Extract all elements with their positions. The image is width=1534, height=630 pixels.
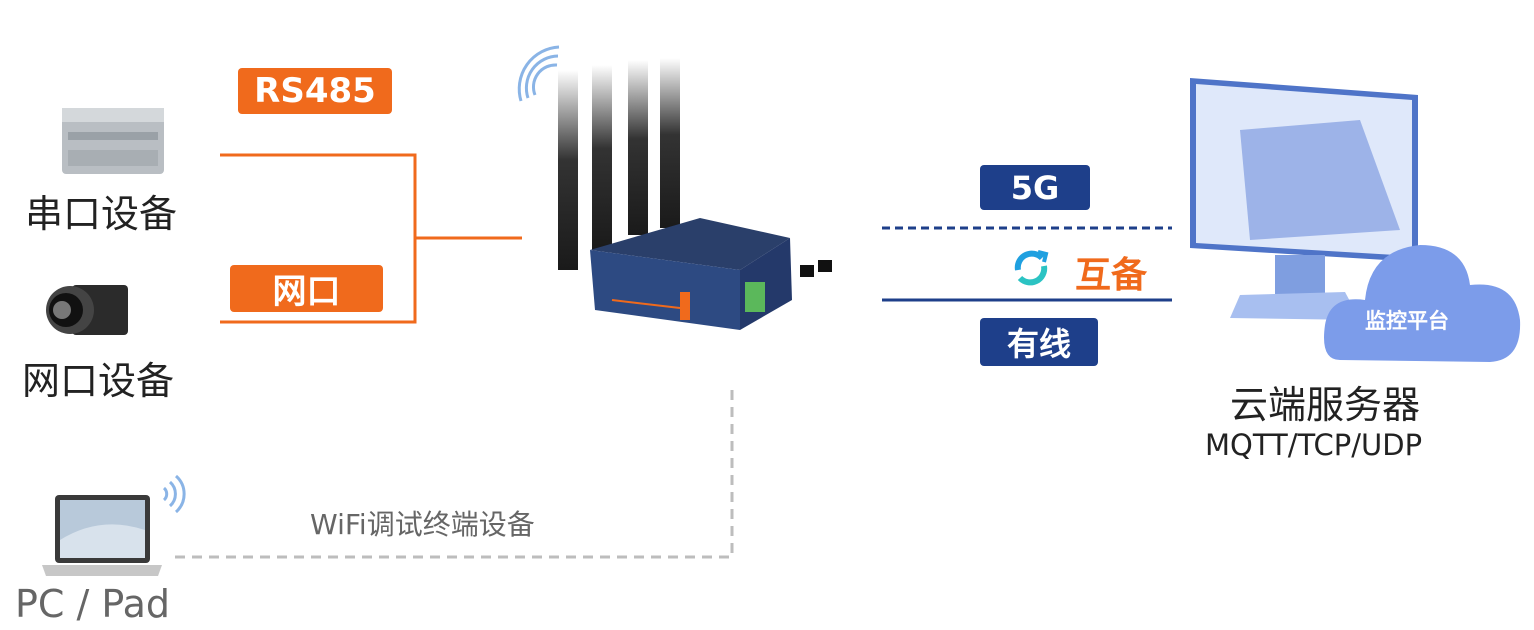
5g-badge: 5G xyxy=(980,165,1090,210)
router-icon xyxy=(517,45,832,330)
protocols-label: MQTT/TCP/UDP xyxy=(1205,428,1423,462)
cloud-icon xyxy=(1324,245,1521,362)
cloud-label: 监控平台 xyxy=(1365,309,1449,333)
laptop-icon xyxy=(42,495,162,576)
wifi-debug-label: WiFi调试终端设备 xyxy=(310,508,535,541)
monitor-icon xyxy=(1190,78,1418,320)
router-wifi-icon xyxy=(517,45,560,102)
wired-bus-lines xyxy=(220,153,522,324)
backup-label: 互备 xyxy=(1075,255,1148,296)
wired-badge: 有线 xyxy=(980,318,1098,366)
wifi-dashed-line xyxy=(175,385,734,559)
laptop-wifi-icon xyxy=(162,474,186,514)
server-label: 云端服务器 xyxy=(1230,383,1421,427)
serial-device-icon xyxy=(62,108,164,174)
ethernet-badge: 网口 xyxy=(230,265,383,312)
ethernet-device-label: 网口设备 xyxy=(22,359,175,403)
pc-pad-label: PC / Pad xyxy=(15,582,171,626)
sync-icon xyxy=(1014,250,1049,286)
camera-icon xyxy=(46,285,128,335)
rs485-badge: RS485 xyxy=(238,68,392,114)
serial-device-label: 串口设备 xyxy=(25,192,178,236)
